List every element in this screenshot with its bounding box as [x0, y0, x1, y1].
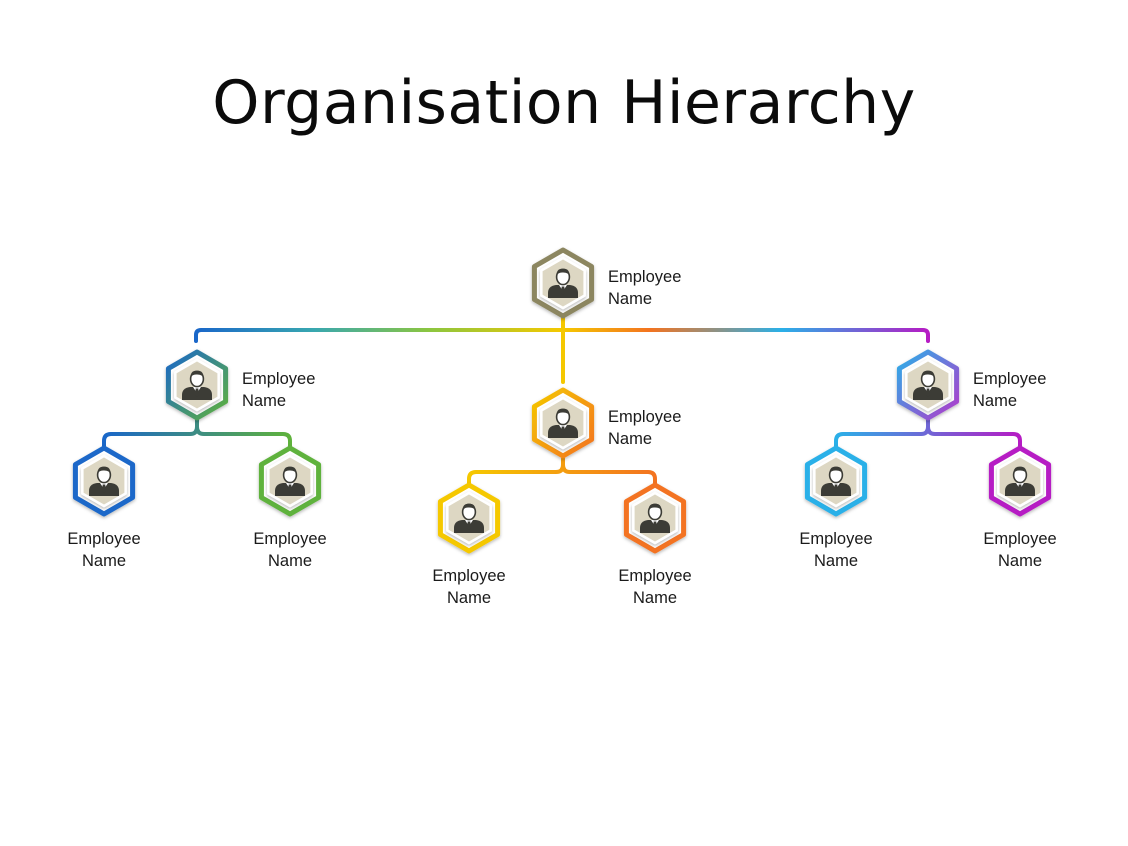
connector-right-branch: [834, 418, 1022, 448]
label-line-1: Employee: [983, 530, 1056, 548]
label-line-2: Name: [633, 589, 677, 607]
label-line-2: Name: [608, 290, 652, 308]
label-line-2: Name: [973, 392, 1017, 410]
label-line-1: Employee: [608, 268, 681, 286]
label-line-1: Employee: [608, 408, 681, 426]
label-line-1: Employee: [618, 567, 691, 585]
label-line-1: Employee: [973, 370, 1046, 388]
page-title: Organisation Hierarchy: [212, 68, 916, 138]
businessman-icon: [454, 503, 484, 533]
label-line-2: Name: [608, 430, 652, 448]
connector-center-branch: [467, 457, 657, 485]
label-line-2: Name: [447, 589, 491, 607]
businessman-icon: [1005, 466, 1035, 496]
label-line-1: Employee: [253, 530, 326, 548]
label-line-2: Name: [814, 552, 858, 570]
businessman-icon: [89, 466, 119, 496]
businessman-icon: [275, 466, 305, 496]
label-line-2: Name: [268, 552, 312, 570]
label-line-2: Name: [998, 552, 1042, 570]
label-line-1: Employee: [67, 530, 140, 548]
label-line-1: Employee: [432, 567, 505, 585]
connectors: [102, 316, 1022, 485]
businessman-icon: [182, 370, 212, 400]
businessman-icon: [821, 466, 851, 496]
connector-left-branch: [102, 418, 292, 448]
businessman-icon: [913, 370, 943, 400]
businessman-icon: [640, 503, 670, 533]
label-line-2: Name: [242, 392, 286, 410]
label-line-2: Name: [82, 552, 126, 570]
label-line-1: Employee: [242, 370, 315, 388]
label-line-1: Employee: [799, 530, 872, 548]
businessman-icon: [548, 408, 578, 438]
businessman-icon: [548, 268, 578, 298]
